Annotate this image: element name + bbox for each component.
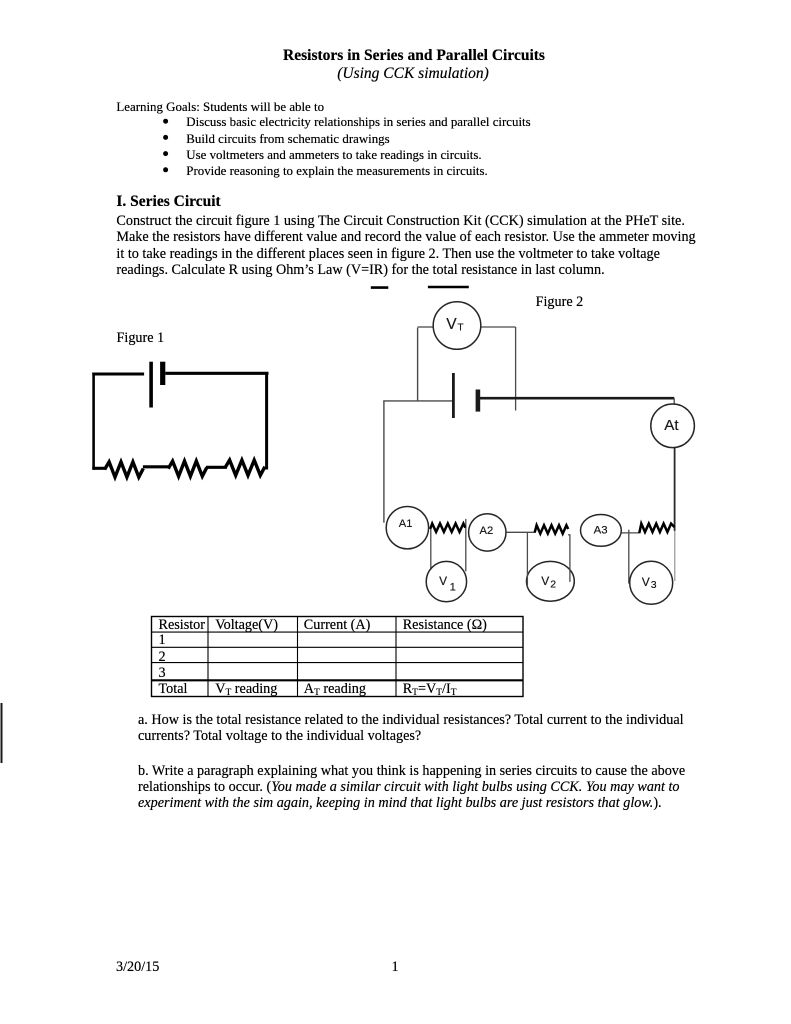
svg-text:V: V	[439, 574, 447, 588]
svg-text:3: 3	[651, 579, 657, 591]
svg-text:2: 2	[550, 578, 556, 590]
svg-text:V: V	[541, 574, 549, 588]
svg-text:A1: A1	[399, 518, 413, 530]
svg-text:V: V	[642, 575, 650, 589]
svg-text:V: V	[446, 316, 457, 333]
svg-text:At: At	[664, 417, 679, 434]
svg-text:T: T	[457, 323, 463, 334]
svg-text:A3: A3	[594, 524, 608, 536]
svg-text:A2: A2	[480, 525, 494, 537]
svg-text:1: 1	[450, 581, 456, 593]
